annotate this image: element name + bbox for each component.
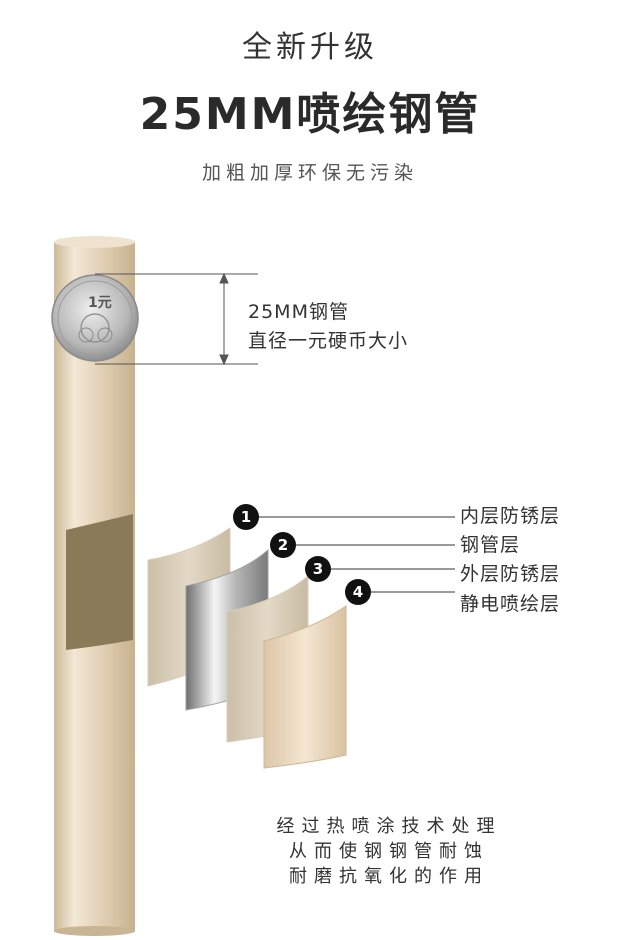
paint-layer <box>263 605 347 769</box>
layer-badge-1: 1 <box>233 504 259 530</box>
caption-line-1: 经过热喷涂技术处理 <box>276 816 502 837</box>
diameter-line-1: 25MM钢管 <box>248 301 349 323</box>
caption-line-2: 从而使钢钢管耐蚀 <box>289 841 489 862</box>
diameter-line-2: 直径一元硬币大小 <box>248 330 409 352</box>
process-caption: 经过热喷涂技术处理 从而使钢钢管耐蚀 耐磨抗氧化的作用 <box>244 814 534 889</box>
header-title: 25MM喷绘钢管 <box>139 89 481 140</box>
layer-label-1: 内层防锈层 <box>460 505 561 527</box>
diameter-note: 25MM钢管 直径一元硬币大小 <box>248 298 408 356</box>
header-subtitle: 全新升级 <box>242 30 378 65</box>
layer-label-2: 钢管层 <box>460 534 521 556</box>
leader-lines <box>246 516 455 593</box>
layer-label-4: 静电喷绘层 <box>460 593 561 615</box>
layer-badge-2: 2 <box>270 532 296 558</box>
layer-badge-4: 4 <box>345 579 371 605</box>
coin-text: 1元 <box>88 295 112 311</box>
layer-label-3: 外层防锈层 <box>460 563 561 585</box>
caption-line-3: 耐磨抗氧化的作用 <box>289 866 489 887</box>
dimension-lines <box>95 272 258 366</box>
pipe-cutaway <box>66 514 133 650</box>
header-tagline: 加粗加厚环保无污染 <box>201 162 418 184</box>
coin-icon <box>51 274 139 362</box>
layer-badge-3: 3 <box>305 556 331 582</box>
layer-panels <box>147 527 347 769</box>
